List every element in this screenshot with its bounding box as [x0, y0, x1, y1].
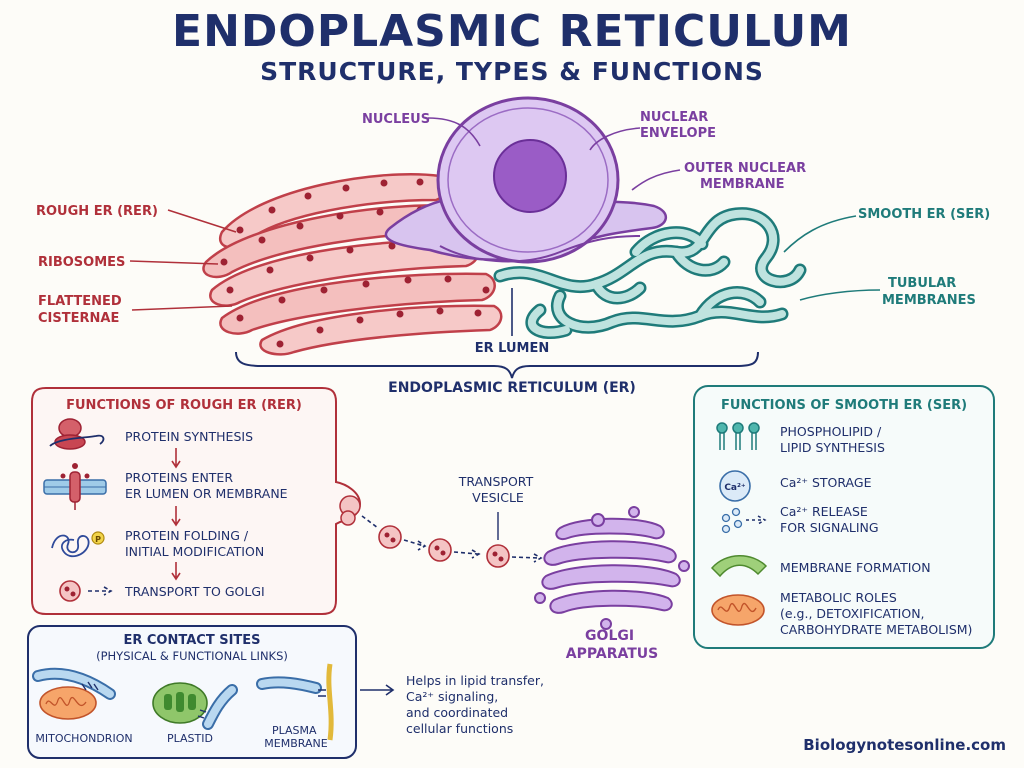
golgi-apparatus-icon [534, 506, 690, 630]
rer-function-2: PROTEINS ENTER ER LUMEN OR MEMBRANE [125, 470, 288, 501]
ser-functions-panel [693, 385, 995, 649]
ser-function-2: Ca²⁺ STORAGE [780, 475, 872, 490]
transport-vesicle-label: TRANSPORT VESICLE [458, 474, 537, 505]
contact-sites-heading: ER CONTACT SITES [123, 633, 260, 648]
ser-function-3: Ca²⁺ RELEASE FOR SIGNALING [780, 504, 879, 535]
calcium-badge: Ca²⁺ [724, 483, 746, 493]
flattened-cisternae-label: FLATTENED CISTERNAE [38, 294, 126, 326]
ser-functions-heading: FUNCTIONS OF SMOOTH ER (SER) [721, 398, 967, 413]
contact-sites-subheading: (PHYSICAL & FUNCTIONAL LINKS) [96, 649, 288, 663]
contact-plasma-membrane-label: PLASMA MEMBRANE [264, 724, 327, 750]
plasma-membrane-contact-icon [256, 663, 334, 741]
nucleus-illustration [384, 96, 667, 264]
rer-functions-heading: FUNCTIONS OF ROUGH ER (RER) [66, 398, 302, 413]
nuclear-envelope-label: NUCLEAR ENVELOPE [640, 110, 716, 141]
membrane-protein-icon [43, 463, 107, 510]
membrane-icon [710, 555, 768, 578]
er-brace [235, 351, 759, 379]
ser-function-5: METABOLIC ROLES (e.g., DETOXIFICATION, C… [780, 590, 972, 637]
outer-nuclear-membrane-label: OUTER NUCLEAR MEMBRANE [684, 161, 811, 192]
ser-function-4: MEMBRANE FORMATION [780, 560, 931, 575]
smooth-er-illustration [493, 207, 807, 340]
ser-function-1: PHOSPHOLIPID / LIPID SYNTHESIS [780, 424, 885, 455]
arrow-right-icon [360, 684, 395, 696]
page-subtitle: STRUCTURE, TYPES & FUNCTIONS [260, 57, 764, 86]
plastid-contact-icon [152, 682, 238, 730]
vesicle-icon [59, 580, 113, 602]
rer-function-4: TRANSPORT TO GOLGI [124, 584, 265, 599]
rer-function-3: PROTEIN FOLDING / INITIAL MODIFICATION [125, 528, 264, 559]
protein-folding-icon: P [51, 531, 105, 558]
arrow-down-icon [171, 562, 181, 581]
page-title: ENDOPLASMIC RETICULUM [172, 6, 852, 57]
tubular-membranes-label: TUBULAR MEMBRANES [882, 276, 976, 308]
contact-mitochondrion-label: MITOCHONDRION [35, 732, 132, 745]
calcium-icon: Ca²⁺ [719, 470, 751, 502]
er-label: ENDOPLASMIC RETICULUM (ER) [388, 380, 636, 396]
arrow-down-icon [171, 448, 181, 469]
ribosome-icon [49, 418, 105, 450]
contact-sites-note: Helps in lipid transfer, Ca²⁺ signaling,… [406, 673, 548, 736]
smooth-er-label: SMOOTH ER (SER) [858, 207, 990, 222]
rer-function-1: PROTEIN SYNTHESIS [125, 429, 253, 444]
golgi-label: GOLGI APPARATUS [566, 628, 658, 662]
mitochondrion-contact-icon [32, 667, 116, 720]
mitochondrion-icon [711, 594, 765, 626]
transport-vesicles [361, 512, 543, 568]
arrow-down-icon [171, 506, 181, 527]
er-lumen-label: ER LUMEN [475, 341, 550, 356]
source-credit: Biologynotesonline.com [803, 736, 1006, 754]
rough-er-label: ROUGH ER (RER) [36, 204, 158, 219]
phosphate-badge: P [95, 535, 101, 544]
ribosomes-label: RIBOSOMES [38, 255, 125, 270]
rer-functions-panel [31, 387, 362, 615]
calcium-release-icon [721, 507, 767, 534]
nucleus-label: NUCLEUS [362, 112, 430, 127]
contact-plastid-label: PLASTID [167, 732, 213, 745]
phospholipid-icon [716, 422, 760, 450]
